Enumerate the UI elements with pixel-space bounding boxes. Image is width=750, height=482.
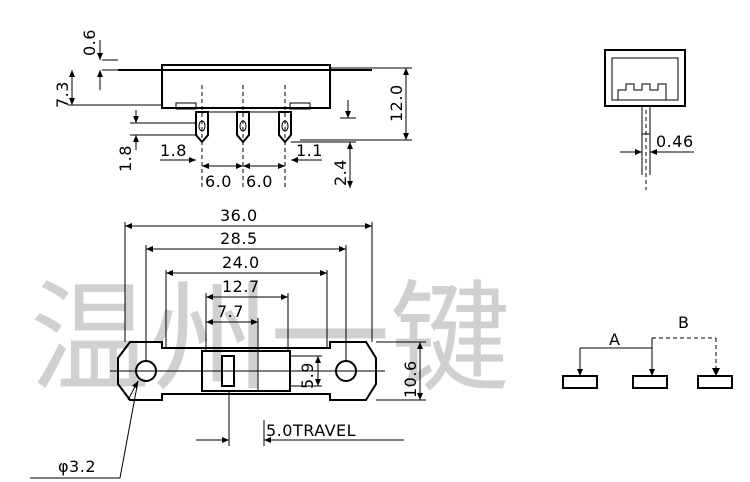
dim-7-3: 7.3 <box>53 81 72 108</box>
side-body <box>161 64 331 109</box>
contact-1 <box>562 375 598 389</box>
dim-hole: φ3.2 <box>58 457 96 476</box>
end-view: 0.46 <box>604 49 694 190</box>
dim-0-46: 0.46 <box>656 132 694 151</box>
dim-12-0: 12.0 <box>387 84 406 122</box>
dim-6-0-b: 6.0 <box>246 172 273 191</box>
schematic-label-a: A <box>609 330 620 349</box>
contact-3 <box>697 375 733 389</box>
dim-12-7: 12.7 <box>222 277 260 296</box>
dim-0-6: 0.6 <box>80 29 99 56</box>
dim-2-4: 2.4 <box>331 159 350 186</box>
dim-28-5: 28.5 <box>220 229 258 248</box>
schematic-label-b: B <box>678 313 689 332</box>
side-view: 0.6 7.3 12.0 1.8 1.8 6.0 6.0 1.1 2. <box>53 29 412 191</box>
side-flange-left <box>175 102 197 110</box>
dim-travel: 5.0TRAVEL <box>266 421 356 440</box>
dim-1-8-v: 1.8 <box>116 145 135 172</box>
side-flange-right <box>289 102 311 110</box>
dim-10-6: 10.6 <box>401 360 420 398</box>
switch-schematic: A B <box>562 313 733 389</box>
dim-1-8-h: 1.8 <box>160 141 187 160</box>
dim-5-9: 5.9 <box>298 362 317 389</box>
dim-24-0: 24.0 <box>222 253 260 272</box>
watermark-text: 温州一键 <box>30 270 510 409</box>
dim-7-7: 7.7 <box>217 302 244 321</box>
dim-6-0-a: 6.0 <box>205 172 232 191</box>
top-outline <box>117 341 377 401</box>
dim-1-1: 1.1 <box>296 141 323 160</box>
contact-2 <box>632 375 668 389</box>
dim-36-0: 36.0 <box>220 206 258 225</box>
top-view: 36.0 28.5 24.0 12.7 7.7 5.9 10.6 5.0TRAV… <box>30 206 426 479</box>
